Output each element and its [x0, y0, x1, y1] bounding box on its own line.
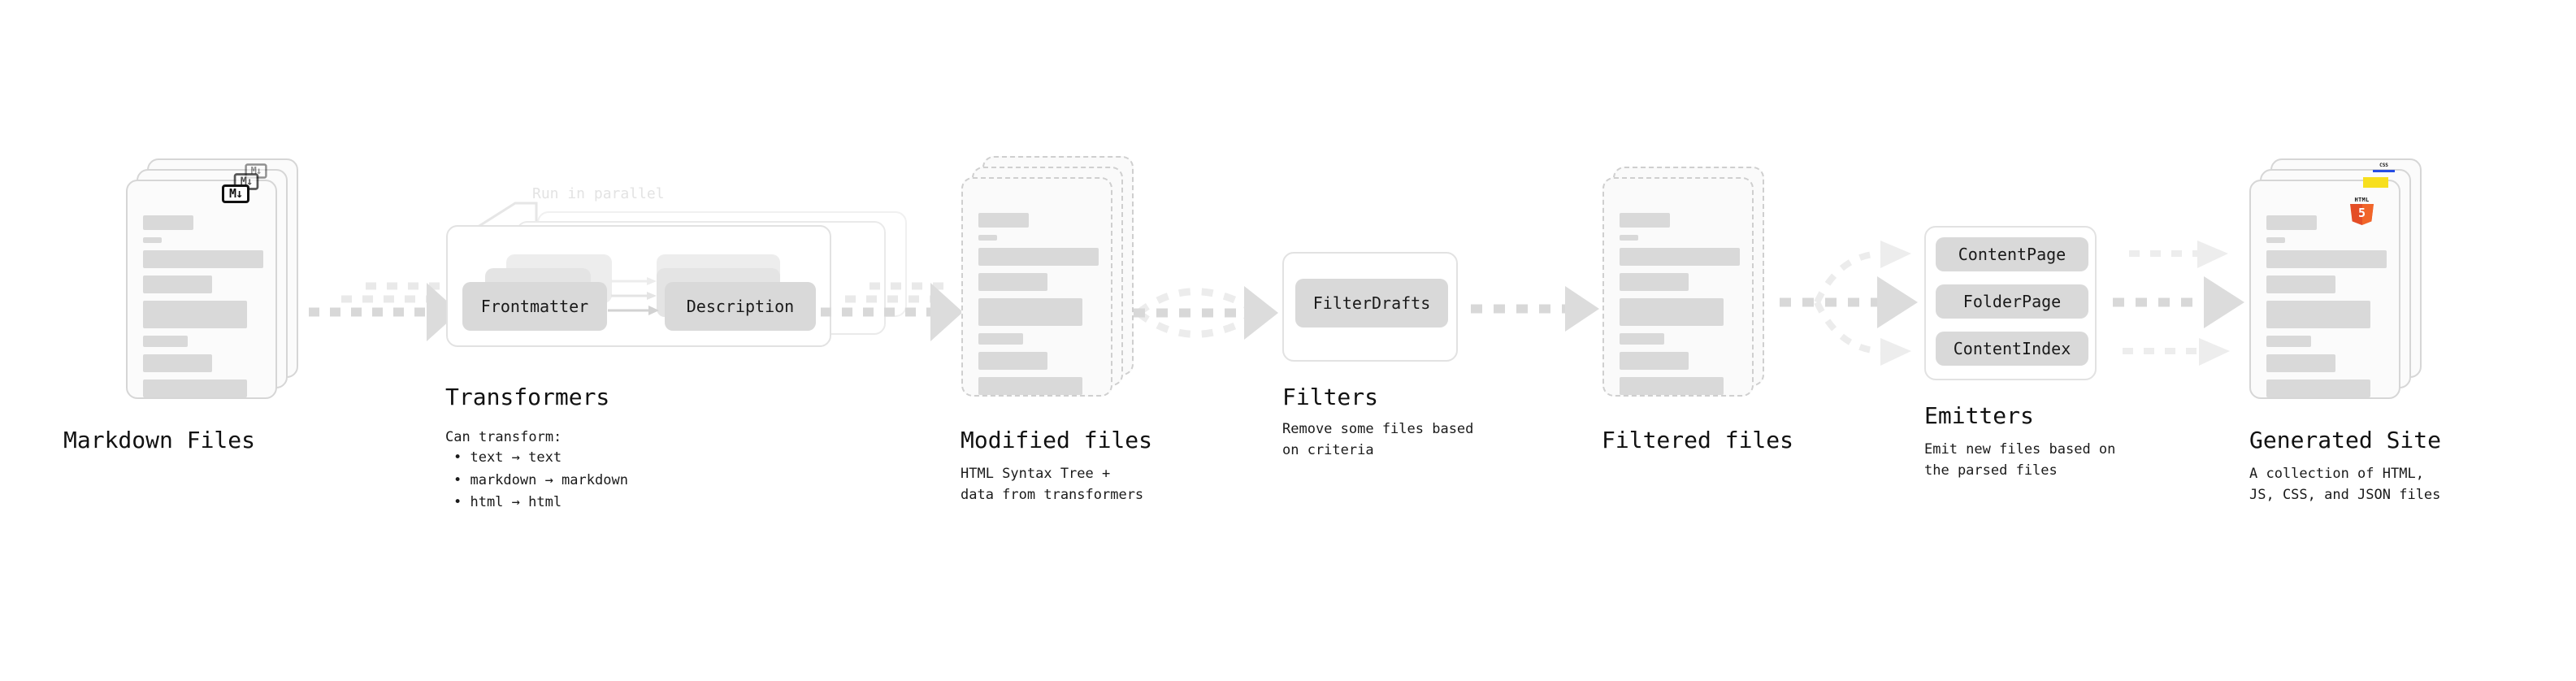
markdown-icon: M↓ — [222, 184, 249, 203]
filter-pill-filterdrafts-label: FilterDrafts — [1312, 293, 1431, 313]
skeleton-bars — [978, 213, 1099, 402]
stage-title-emitters: Emitters — [1924, 402, 2034, 429]
transformer-pill-description-label: Description — [686, 297, 795, 316]
connector-transformers-to-modified — [821, 282, 963, 341]
transformer-internal-arrows — [608, 277, 659, 315]
arrow-head-icon — [427, 283, 459, 341]
stage-title-filtered-files: Filtered files — [1602, 427, 1794, 453]
transformer-pill-frontmatter[interactable]: Frontmatter — [462, 282, 607, 331]
arrow-head-icon-middle — [2204, 276, 2244, 328]
skeleton-bars — [2266, 215, 2387, 405]
arrow-head-icon — [1565, 286, 1599, 332]
run-in-parallel-label: Run in parallel — [532, 185, 665, 202]
emitters-box: ContentPage FolderPage ContentIndex — [1924, 226, 2097, 380]
arrow-head-icon-top — [1880, 241, 1911, 268]
stage-title-generated-site: Generated Site — [2249, 427, 2442, 453]
modified-files-subtitle: HTML Syntax Tree + data from transformer… — [961, 466, 1144, 504]
stage-title-markdown-files: Markdown Files — [63, 427, 256, 453]
skeleton-bars — [1620, 213, 1740, 402]
filter-pill-filterdrafts[interactable]: FilterDrafts — [1295, 279, 1448, 327]
markdown-card-stack: M↓ M↓ M↓ — [126, 158, 298, 402]
card-front — [1602, 177, 1754, 397]
card-front — [126, 180, 277, 399]
js-icon — [2363, 177, 2388, 188]
stage-title-filters: Filters — [1282, 384, 1379, 410]
emitter-pill-folderpage-label: FolderPage — [1962, 292, 2062, 311]
card-front — [961, 177, 1112, 397]
transformers-subtitle: Can transform: — [445, 429, 562, 445]
html5-icon: HTML 5 — [2350, 197, 2374, 225]
emitter-pill-contentpage[interactable]: ContentPage — [1936, 237, 2088, 271]
skeleton-bars — [143, 215, 263, 405]
arrow-head-icon — [1244, 286, 1278, 340]
transformers-bullet-2: • html → html — [453, 494, 562, 511]
emitter-pill-contentpage-label: ContentPage — [1958, 245, 2066, 264]
emitter-pill-contentindex-label: ContentIndex — [1953, 339, 2071, 358]
transformers-bullet-0: • text → text — [453, 449, 562, 466]
connector-emitters-to-site — [2113, 241, 2244, 366]
connector-filters-to-filtered — [1471, 286, 1599, 332]
arrow-head-icon-middle — [1877, 276, 1918, 328]
transformers-bullet-list: • text → text • markdown → markdown • ht… — [453, 447, 628, 514]
generated-card-stack: CSS HTML 5 — [2249, 158, 2422, 402]
transformer-pill-description[interactable]: Description — [665, 282, 816, 331]
filters-box: FilterDrafts — [1282, 252, 1458, 362]
arrow-head-icon-bottom — [2199, 338, 2230, 366]
filters-subtitle: Remove some files based on criteria — [1282, 421, 1474, 459]
connector-md-to-transformers — [309, 282, 459, 341]
connector-modified-to-filters — [1134, 286, 1278, 340]
connector-filtered-to-emitters — [1780, 241, 1918, 366]
stage-title-modified-files: Modified files — [961, 427, 1153, 453]
filtered-card-stack — [1602, 156, 1775, 400]
generated-site-subtitle: A collection of HTML, JS, CSS, and JSON … — [2249, 466, 2441, 504]
css-icon: CSS — [2373, 163, 2395, 172]
transformers-bullet-1: • markdown → markdown — [453, 471, 628, 488]
transformer-pill-frontmatter-label: Frontmatter — [480, 297, 589, 316]
emitter-pill-folderpage[interactable]: FolderPage — [1936, 284, 2088, 319]
emitters-subtitle: Emit new files based on the parsed files — [1924, 441, 2116, 479]
arrow-head-icon-bottom — [1880, 338, 1911, 366]
card-front — [2249, 180, 2400, 399]
emitter-pill-contentindex[interactable]: ContentIndex — [1936, 332, 2088, 366]
arrow-head-icon-top — [2197, 241, 2228, 268]
stage-title-transformers: Transformers — [445, 384, 610, 410]
arrow-head-icon — [930, 283, 963, 341]
modified-card-stack — [961, 156, 1134, 400]
